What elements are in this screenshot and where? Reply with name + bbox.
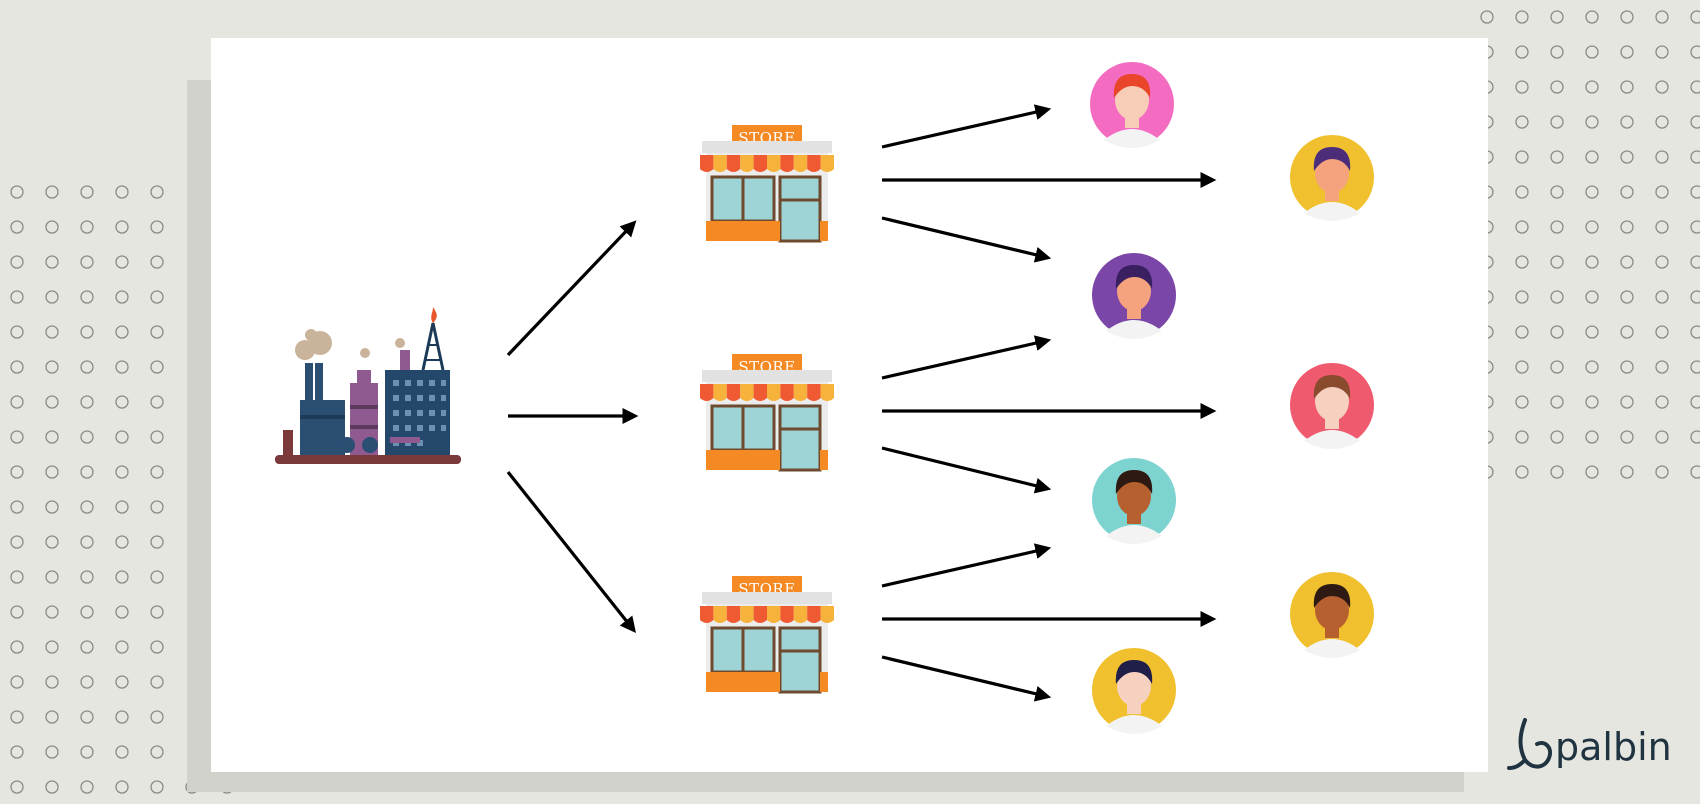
store-base [706, 450, 780, 470]
dot-pattern-left [8, 180, 178, 800]
store-icon: STORE [700, 354, 834, 472]
arrow-store-1-to-customer-1 [881, 104, 1052, 149]
avatar-customer-woman-dark-hair [1092, 253, 1176, 339]
store-roof [702, 370, 832, 382]
store-awning [700, 155, 834, 172]
fish-hook-icon [1507, 718, 1552, 770]
avatar-customer-woman-brown-hair [1290, 363, 1374, 449]
arrow-store-3-to-customer-7 [881, 655, 1052, 702]
store-roof [702, 141, 832, 153]
arrow-store-1-to-customer-3 [881, 216, 1052, 263]
dot-pattern-right [1460, 8, 1700, 498]
store-awning [700, 606, 834, 623]
store-door [778, 626, 822, 694]
factory-icon [275, 307, 461, 464]
store-door [778, 404, 822, 472]
store-icon: STORE [700, 576, 834, 694]
avatar-customer-man-beard [1290, 572, 1374, 658]
arrow-store-3-to-customer-5 [881, 543, 1052, 588]
logo-text: palbin [1555, 725, 1672, 769]
palbin-logo[interactable]: palbin [1507, 718, 1672, 770]
avatar-customer-purple-hair [1290, 135, 1374, 221]
arrow-store-2-to-customer-3 [881, 335, 1052, 380]
store-door [778, 175, 822, 243]
customers-layer [1090, 62, 1374, 734]
arrow-factory-to-store-1 [506, 220, 637, 357]
store-base [706, 672, 780, 692]
store-base [706, 221, 780, 241]
avatar-customer-redhead [1090, 62, 1174, 148]
store-icon: STORE [700, 125, 834, 243]
stores-layer: STORE STORE STORE [700, 125, 834, 694]
factory-arrows [506, 220, 639, 634]
store-awning [700, 384, 834, 401]
avatar-customer-woman-bangs [1092, 648, 1176, 734]
store-arrows [881, 104, 1217, 702]
avatar-customer-man-dark-skin [1092, 458, 1176, 544]
arrow-store-2-to-customer-5 [881, 446, 1052, 494]
arrow-factory-to-store-3 [506, 471, 636, 634]
store-roof [702, 592, 832, 604]
